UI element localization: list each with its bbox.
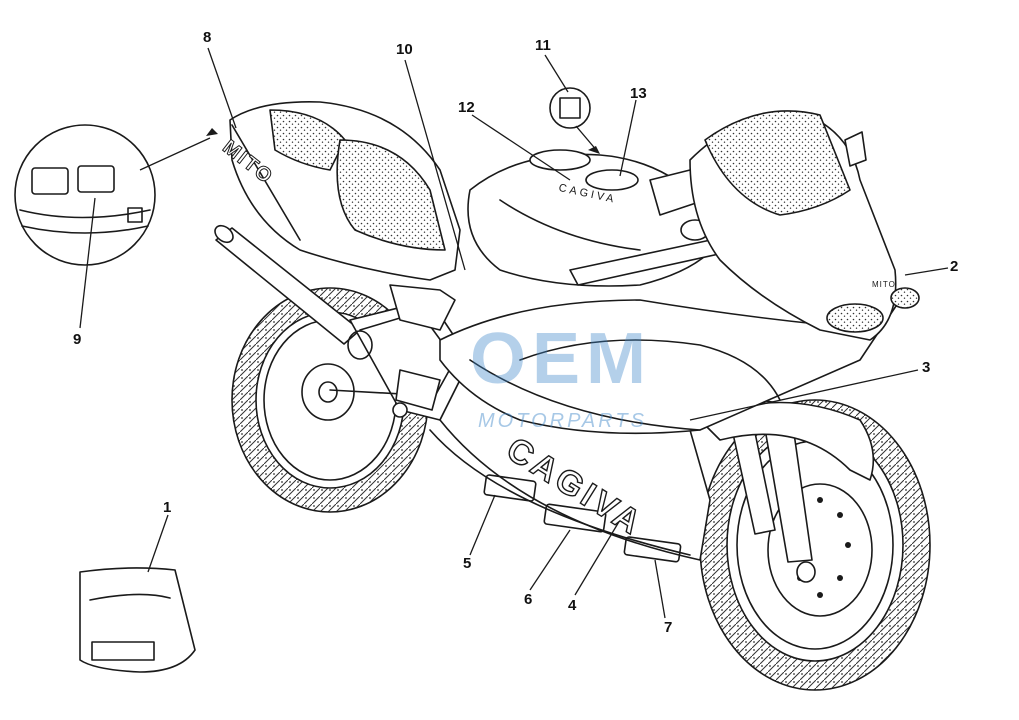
callout-12: 12	[458, 99, 475, 116]
callout-1: 1	[163, 499, 172, 516]
callout-9: 9	[73, 331, 82, 348]
callout-7: 7	[664, 619, 673, 636]
rear-subframe	[389, 284, 456, 331]
nose-logo: MITO	[872, 280, 896, 289]
side-decals	[483, 474, 682, 563]
callout-10: 10	[396, 41, 413, 58]
decal-bag	[79, 567, 196, 673]
leader-lines	[79, 47, 949, 619]
tail-unit	[229, 101, 461, 281]
watermark-logo: OEM	[470, 319, 653, 399]
upper-fairing	[689, 110, 920, 341]
exhaust-silencer	[214, 224, 361, 345]
callout-2: 2	[950, 258, 959, 275]
callout-6: 6	[524, 591, 533, 608]
callout-3: 3	[922, 359, 931, 376]
callout-4: 4	[568, 597, 577, 614]
handlebar	[569, 169, 729, 286]
side-fairing	[439, 299, 901, 435]
front-fork	[699, 399, 875, 563]
callout-8: 8	[203, 29, 212, 46]
callout-13: 13	[630, 85, 647, 102]
callout-5: 5	[463, 555, 472, 572]
footpeg-assembly	[392, 369, 441, 418]
decal-square	[549, 87, 591, 129]
arrowheads	[206, 128, 600, 154]
tank-cap-decal	[585, 169, 639, 191]
callout-11: 11	[535, 37, 551, 54]
watermark-tagline: MOTORPARTS	[478, 410, 647, 432]
detail-inset-circle	[14, 124, 156, 266]
